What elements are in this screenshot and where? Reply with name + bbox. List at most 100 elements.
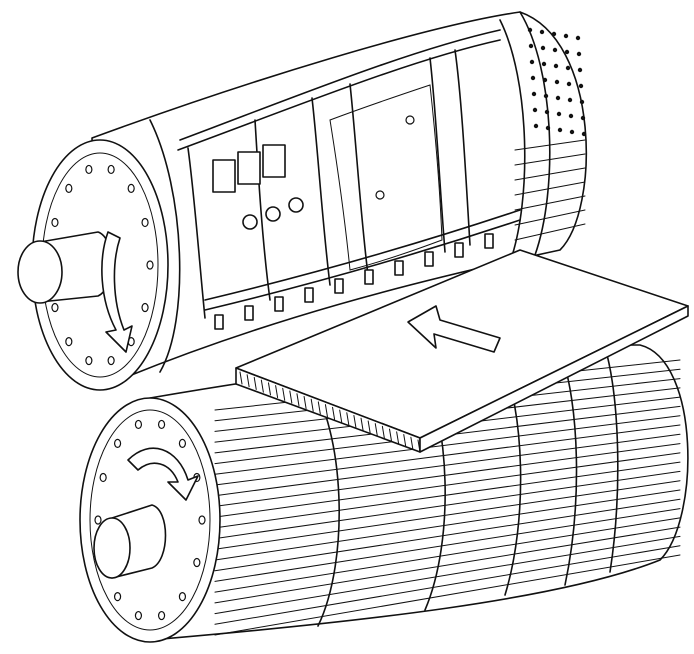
stripe xyxy=(214,517,681,593)
bolt-hole xyxy=(157,419,166,430)
stripe xyxy=(214,415,681,475)
perforation xyxy=(556,111,562,117)
stripe xyxy=(214,461,681,529)
flute xyxy=(317,401,321,415)
perforation xyxy=(580,115,586,121)
upper-shaft xyxy=(17,231,113,304)
perforation xyxy=(577,67,583,73)
perforation xyxy=(533,123,539,129)
perforation xyxy=(564,49,570,55)
perforation xyxy=(554,79,560,85)
bolt-hole xyxy=(127,183,135,193)
bolt-hole xyxy=(65,337,73,347)
perforation xyxy=(563,33,569,39)
bolt-hole xyxy=(193,557,201,568)
flute xyxy=(260,379,264,393)
flute xyxy=(246,374,250,388)
flute xyxy=(339,409,343,423)
perforation xyxy=(541,61,547,67)
flute xyxy=(296,393,300,407)
perforation xyxy=(531,91,537,97)
clamp-tooth xyxy=(484,233,494,249)
corrugation-flutes xyxy=(239,371,421,453)
bolt-hole xyxy=(51,217,59,228)
clamp-tooth xyxy=(214,314,224,330)
flute xyxy=(239,371,243,385)
upper-roller-bolt-holes xyxy=(46,164,154,366)
stripe xyxy=(214,498,681,572)
perforation xyxy=(576,51,582,57)
stripe xyxy=(514,195,586,211)
perforation xyxy=(553,63,559,69)
stripe xyxy=(214,508,681,582)
upper-roller xyxy=(17,11,587,391)
perforation xyxy=(552,47,558,53)
flute xyxy=(253,376,257,390)
perforation xyxy=(578,83,584,89)
bolt-hole xyxy=(99,472,107,483)
bolt-hole xyxy=(113,438,122,448)
stripe xyxy=(214,433,681,497)
bolt-hole xyxy=(157,610,166,621)
stripe xyxy=(514,209,586,226)
bolt-hole xyxy=(94,515,102,525)
straight-arrow-icon xyxy=(407,305,501,353)
stripe xyxy=(214,470,681,540)
stripe xyxy=(214,443,681,507)
clamp-tooth xyxy=(244,305,254,321)
curved-arrow-icon xyxy=(101,231,133,353)
perforation xyxy=(529,59,535,65)
bolt-hole xyxy=(51,302,59,313)
bolt-hole xyxy=(134,610,143,621)
flute xyxy=(410,436,414,450)
bolt-hole xyxy=(107,164,115,175)
clamp-tooth xyxy=(454,242,464,258)
stripe xyxy=(214,452,681,518)
perforation xyxy=(555,95,561,101)
bolt-hole xyxy=(65,183,73,193)
perforation xyxy=(540,45,546,51)
flute xyxy=(275,385,279,399)
perforation xyxy=(575,35,581,41)
bolt-hole xyxy=(134,419,143,430)
clamp-teeth xyxy=(214,233,494,330)
bolt-hole xyxy=(85,355,93,366)
flute xyxy=(310,398,314,412)
corrugated-sheet xyxy=(235,249,689,453)
bolt-hole xyxy=(113,592,122,602)
flute xyxy=(367,420,371,434)
upper-roller-perforations xyxy=(527,27,587,137)
perforation xyxy=(539,29,545,35)
die-frame xyxy=(177,29,521,319)
flute xyxy=(324,404,328,418)
flute xyxy=(346,412,350,426)
bolt-hole xyxy=(141,302,149,313)
flute xyxy=(303,395,307,409)
flute xyxy=(417,439,421,453)
flute xyxy=(353,415,357,429)
stripe xyxy=(214,424,681,486)
bolt-hole xyxy=(85,164,93,175)
flute xyxy=(289,390,293,404)
stripe xyxy=(214,526,681,604)
curved-arrow-icon xyxy=(127,447,199,501)
flute xyxy=(381,425,385,439)
flute xyxy=(332,406,336,420)
perforation xyxy=(532,107,538,113)
perforation xyxy=(565,65,571,71)
bolt-hole xyxy=(141,217,149,228)
bolt-hole xyxy=(178,438,187,448)
flute xyxy=(396,431,400,445)
flute xyxy=(267,382,271,396)
perforation xyxy=(568,113,574,119)
stripe xyxy=(514,223,586,241)
stripe xyxy=(214,554,681,636)
lower-roller xyxy=(79,344,689,643)
perforation xyxy=(551,31,557,37)
bolt-hole xyxy=(107,355,115,366)
stripe xyxy=(214,489,681,561)
flute xyxy=(282,387,286,401)
lower-shaft xyxy=(93,504,167,579)
clamp-tooth xyxy=(304,287,314,303)
